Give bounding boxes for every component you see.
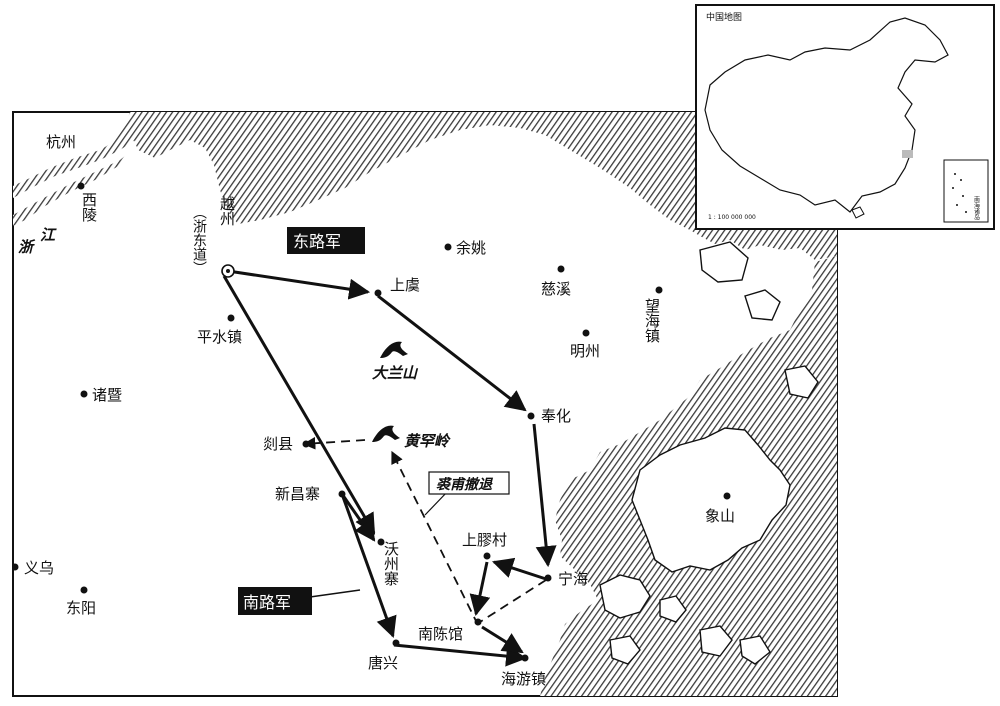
label-tangxing: 唐兴	[368, 654, 398, 672]
dot-yiwu	[13, 563, 19, 571]
paren-open: ︵	[191, 205, 207, 219]
mountain-dalanshan-icon	[380, 341, 408, 358]
dot-xiling	[77, 182, 85, 190]
dot-pingshuizhen	[227, 314, 235, 322]
label-wozhouzhai: 沃州寨	[382, 541, 400, 586]
inset-hainan	[851, 206, 865, 219]
island-large-south	[599, 574, 651, 619]
label-zhedongdao-text: 浙东道	[191, 219, 207, 262]
label-east-route: 东路军	[293, 232, 341, 251]
label-haiyouzhen: 海游镇	[501, 670, 546, 688]
label-south-route: 南路军	[243, 593, 291, 612]
xiangshan-peninsula	[631, 427, 791, 573]
route-retreat	[302, 436, 547, 626]
inset-title: 中国地图	[706, 11, 742, 23]
island-south-1	[609, 635, 641, 665]
dot-mingzhou	[582, 329, 590, 337]
dot-dongyang	[80, 586, 88, 594]
island-east-5	[739, 635, 771, 665]
island-east-4	[699, 625, 733, 657]
label-zhedongdao: ︵浙东道︶	[191, 205, 207, 275]
label-xiangshan: 象山	[705, 507, 735, 525]
south-route-label-box	[238, 587, 312, 615]
label-yuyao: 余姚	[456, 239, 486, 257]
label-qiufu-retreat: 裘甫撤退	[436, 476, 494, 493]
inset-south-sea-label: 南海诸岛	[973, 195, 980, 221]
dot-wozhouzhai	[377, 538, 385, 546]
sea-north	[130, 112, 837, 260]
label-xinchangzhai: 新昌寨	[275, 485, 320, 503]
label-zhe: 浙	[18, 238, 36, 256]
dot-fenghua	[527, 412, 535, 420]
river-zhe	[13, 150, 132, 226]
inset-highlight-zhejiang	[902, 150, 913, 158]
capital-yuezhou-icon	[221, 264, 235, 278]
label-jiang: 江	[40, 226, 57, 244]
dot-shangyu	[374, 289, 382, 297]
label-huangjianling: 黄罕岭	[404, 432, 451, 450]
dot-zhuji	[80, 390, 88, 398]
dot-wanghaizhen	[655, 286, 663, 294]
label-nanchenguan: 南陈馆	[418, 625, 463, 643]
label-zhuji: 诸暨	[92, 386, 122, 404]
label-wanghaizhen: 望海镇	[643, 298, 661, 343]
inset-scale: 1 : 100 000 000	[708, 214, 756, 221]
island-east-2	[744, 289, 781, 321]
label-yiwu: 义乌	[24, 559, 54, 577]
dot-tangxing	[392, 639, 400, 647]
inset-china-outline	[704, 17, 949, 213]
label-dongyang: 东阳	[66, 599, 96, 617]
label-fenghua: 奉化	[541, 407, 571, 425]
label-shangyu: 上虞	[390, 276, 420, 294]
route-east	[227, 269, 557, 568]
label-dalanshan: 大兰山	[372, 364, 419, 382]
label-mingzhou: 明州	[570, 342, 600, 360]
dot-haiyouzhen	[521, 654, 529, 662]
island-east-1	[699, 241, 749, 283]
label-xiling: 西陵	[80, 192, 98, 222]
label-cixi: 慈溪	[541, 280, 571, 298]
label-shangliaocun: 上膠村	[462, 531, 507, 549]
paren-close: ︶	[191, 261, 207, 275]
label-ninghai: 宁海	[558, 570, 588, 588]
dot-yuyao	[444, 243, 452, 251]
dot-cixi	[557, 265, 565, 273]
dot-shanxian	[302, 440, 310, 448]
island-east-3	[784, 365, 819, 399]
label-shanxian: 剡县	[263, 435, 293, 453]
east-route-label-box	[287, 227, 365, 254]
dot-nanchenguan	[474, 618, 482, 626]
label-hangzhou: 杭州	[46, 133, 76, 151]
dot-xiangshan	[723, 492, 731, 500]
retreat-label-box	[428, 471, 510, 495]
city-dots	[13, 182, 731, 662]
island-south-2	[659, 595, 687, 623]
dot-xinchangzhai	[338, 490, 346, 498]
label-yuezhou: 越州	[218, 196, 236, 226]
sea-west	[13, 112, 138, 198]
dot-shangliaocun	[483, 552, 491, 560]
label-pingshuizhen: 平水镇	[197, 328, 242, 346]
dot-ninghai	[544, 574, 552, 582]
route-south	[222, 275, 547, 667]
inset-south-sea-islands	[952, 173, 967, 213]
mountain-huangjianling-icon	[372, 425, 400, 442]
